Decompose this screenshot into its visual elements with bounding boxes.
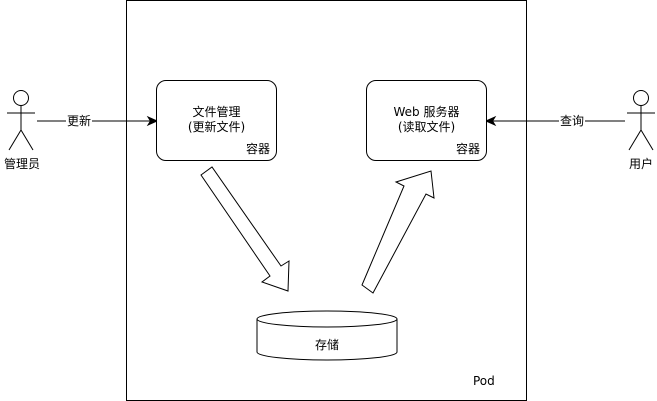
web-server-name: Web 服务器 bbox=[393, 105, 460, 119]
file-manager-container-tag: 容器 bbox=[245, 142, 270, 156]
file-manager-container[interactable]: 文件管理 (更新文件) 容器 bbox=[156, 80, 277, 161]
user-actor-icon bbox=[627, 90, 655, 151]
web-server-role: (读取文件) bbox=[397, 120, 456, 134]
storage-label: 存储 bbox=[314, 338, 339, 352]
file-manager-role: (更新文件) bbox=[187, 120, 246, 134]
admin-actor-label: 管理员 bbox=[3, 157, 40, 171]
web-server-container[interactable]: Web 服务器 (读取文件) 容器 bbox=[366, 80, 487, 161]
user-actor-label: 用户 bbox=[628, 157, 653, 171]
web-server-title: Web 服务器 (读取文件) bbox=[367, 105, 486, 135]
update-connector bbox=[37, 115, 159, 127]
pod-label: Pod bbox=[473, 374, 495, 388]
query-edge-label: 查询 bbox=[559, 114, 586, 128]
admin-actor-icon bbox=[7, 90, 35, 151]
file-manager-title: 文件管理 (更新文件) bbox=[157, 105, 276, 135]
web-server-container-tag: 容器 bbox=[455, 142, 480, 156]
update-edge-label: 更新 bbox=[66, 114, 93, 128]
file-manager-name: 文件管理 bbox=[192, 105, 241, 119]
write-block-arrow bbox=[200, 166, 290, 292]
storage-cylinder-icon bbox=[256, 310, 398, 361]
read-block-arrow bbox=[361, 170, 435, 294]
